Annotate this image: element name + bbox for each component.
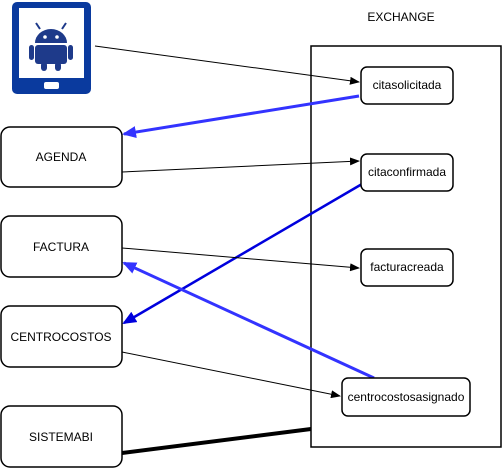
system-centrocostos-label: CENTROCOSTOS <box>10 330 111 344</box>
queue-citasolicitada-label: citasolicitada <box>373 78 442 92</box>
flow-tablet-to-citasolicitada <box>94 45 360 85</box>
exchange-title: EXCHANGE <box>367 10 434 24</box>
flow-centrocostos-to-centrocostosasignado <box>121 351 341 399</box>
flow-agenda-to-citaconfirmada <box>121 157 360 173</box>
link-sistemabi-to-exchange <box>121 427 312 455</box>
queue-centrocostosasignado[interactable]: centrocostosasignado <box>341 377 471 417</box>
queue-facturacreada-label: facturacreada <box>370 260 444 274</box>
system-agenda-label: AGENDA <box>36 150 87 164</box>
queue-centrocostosasignado-label: centrocostosasignado <box>348 390 465 404</box>
system-factura[interactable]: FACTURA <box>0 215 123 278</box>
system-sistemabi[interactable]: SISTEMABI <box>0 405 123 468</box>
queue-citaconfirmada-label: citaconfirmada <box>368 165 446 179</box>
android-tablet-icon <box>12 2 91 94</box>
flow-factura-to-facturacreada <box>121 247 360 272</box>
flow-citasolicitada-to-agenda <box>122 94 360 139</box>
system-factura-label: FACTURA <box>33 240 89 254</box>
flow-citaconfirmada-to-centrocostos <box>122 182 363 325</box>
queue-citaconfirmada[interactable]: citaconfirmada <box>360 153 454 192</box>
system-centrocostos[interactable]: CENTROCOSTOS <box>0 305 123 368</box>
queue-facturacreada[interactable]: facturacreada <box>360 248 454 287</box>
connectors <box>94 45 375 455</box>
system-sistemabi-label: SISTEMABI <box>29 430 93 444</box>
flow-centrocostosasignado-to-factura <box>122 261 375 380</box>
queue-citasolicitada[interactable]: citasolicitada <box>360 66 454 105</box>
system-agenda[interactable]: AGENDA <box>0 126 123 188</box>
